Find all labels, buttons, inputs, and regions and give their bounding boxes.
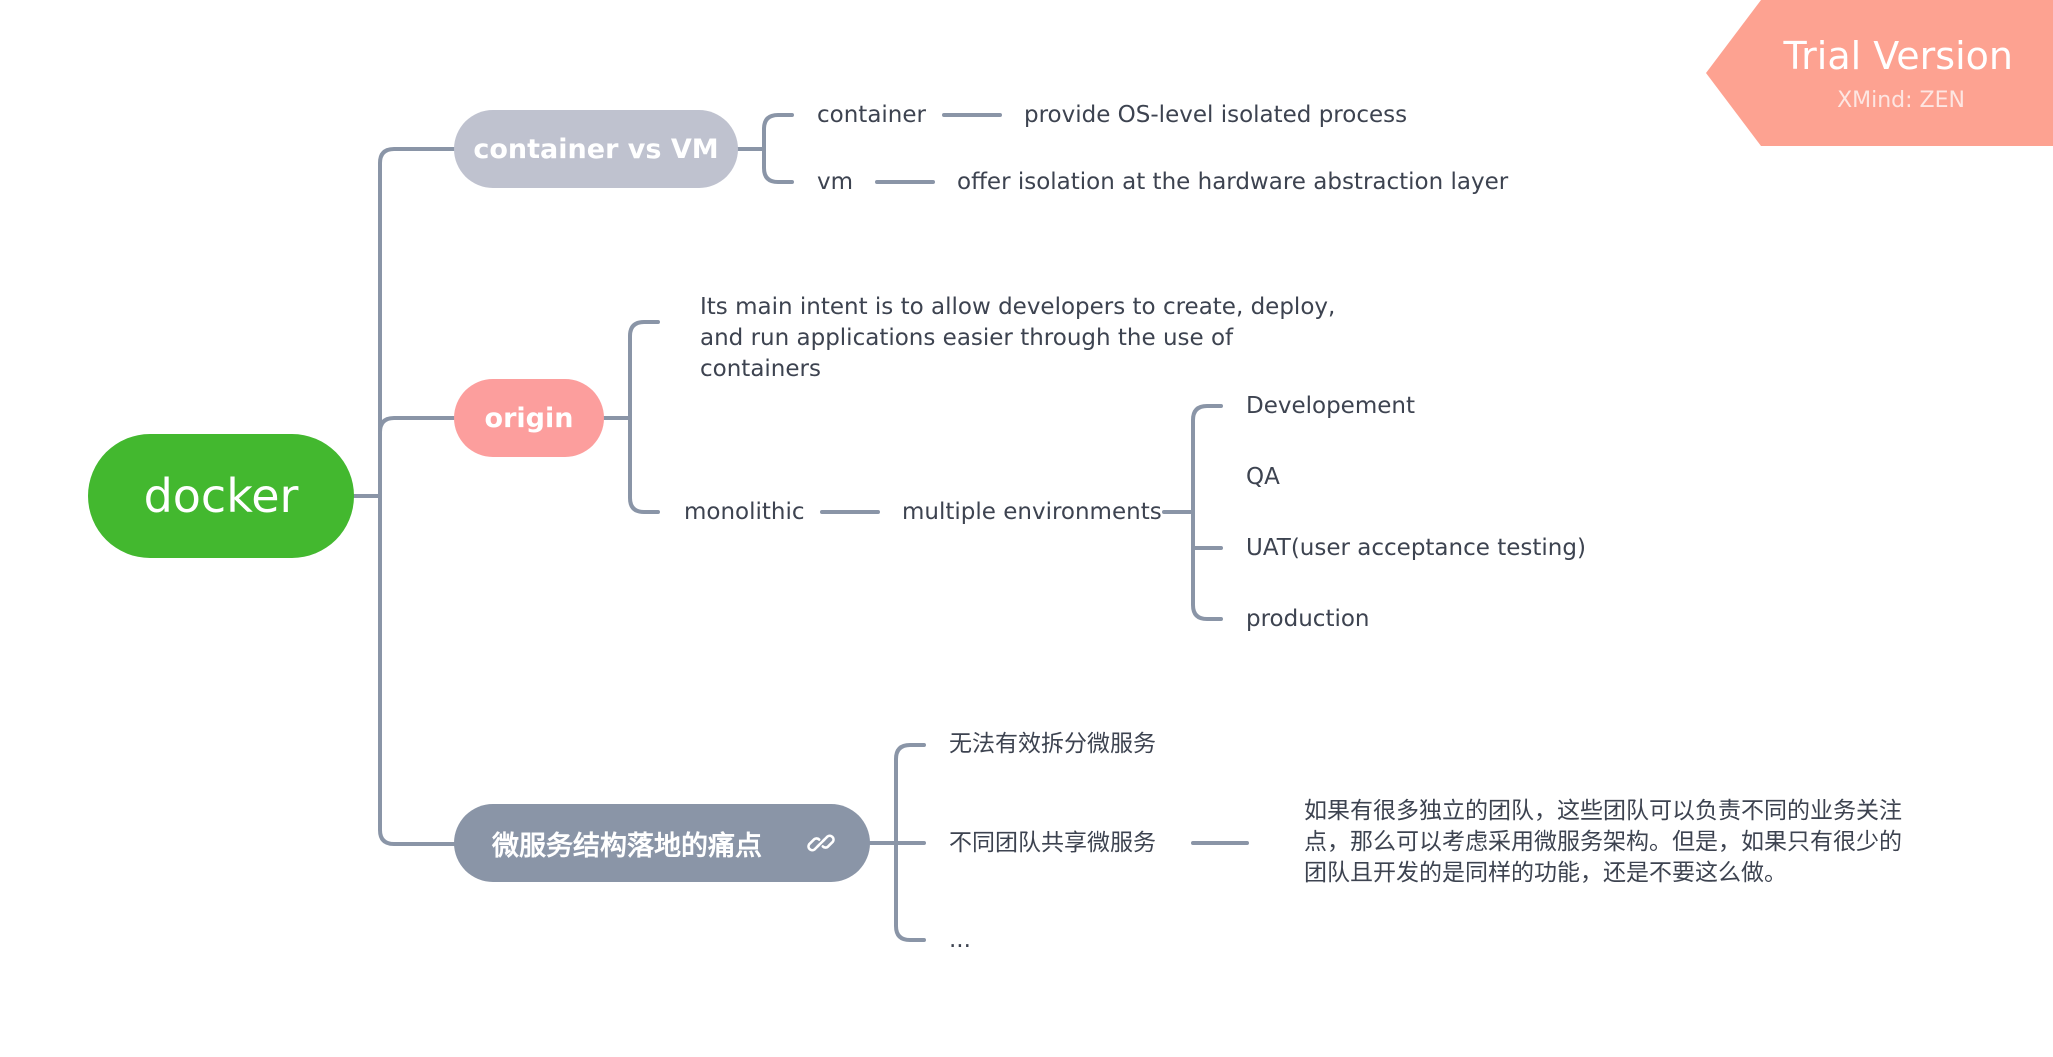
subtopic-env-qa[interactable]: QA	[1246, 464, 1280, 490]
subtopic-env-production[interactable]: production	[1246, 606, 1370, 632]
topic-origin[interactable]: origin	[454, 379, 604, 457]
topic-label: container vs VM	[473, 133, 719, 165]
link-icon[interactable]	[806, 828, 836, 858]
subtopic-ellipsis[interactable]: ...	[949, 927, 971, 953]
topic-container-vs-vm[interactable]: container vs VM	[454, 110, 738, 188]
subtopic-container-detail[interactable]: provide OS-level isolated process	[1024, 102, 1408, 128]
subtopic-origin-intent[interactable]: Its main intent is to allow developers t…	[700, 294, 1336, 382]
subtopic-env-uat[interactable]: UAT(user acceptance testing)	[1246, 535, 1586, 561]
root-topic-label: docker	[143, 469, 299, 523]
trial-version-banner[interactable]: Trial Version XMind: ZEN	[1706, 0, 2053, 146]
subtopic-container[interactable]: container	[817, 102, 926, 128]
subtopic-vm[interactable]: vm	[817, 169, 854, 195]
trial-version-title: Trial Version	[1783, 34, 2013, 78]
subtopic-shared-microservices-detail[interactable]: 如果有很多独立的团队，这些团队可以负责不同的业务关注点，那么可以考虑采用微服务架…	[1304, 798, 1902, 886]
topic-microservice-pain-points[interactable]: 微服务结构落地的痛点	[454, 804, 870, 882]
trial-product-name: XMind: ZEN	[1837, 88, 1965, 113]
subtopic-multiple-environments[interactable]: multiple environments	[902, 499, 1162, 525]
topic-label: origin	[484, 402, 574, 434]
subtopic-vm-detail[interactable]: offer isolation at the hardware abstract…	[957, 169, 1509, 195]
root-topic-docker[interactable]: docker	[88, 434, 354, 558]
subtopic-env-development[interactable]: Developement	[1246, 393, 1415, 419]
subtopic-split-microservices[interactable]: 无法有效拆分微服务	[949, 731, 1156, 757]
subtopic-shared-microservices[interactable]: 不同团队共享微服务	[949, 830, 1156, 856]
subtopic-monolithic[interactable]: monolithic	[684, 499, 805, 525]
topic-label: 微服务结构落地的痛点	[492, 830, 762, 862]
banner-shape	[1706, 0, 2053, 146]
